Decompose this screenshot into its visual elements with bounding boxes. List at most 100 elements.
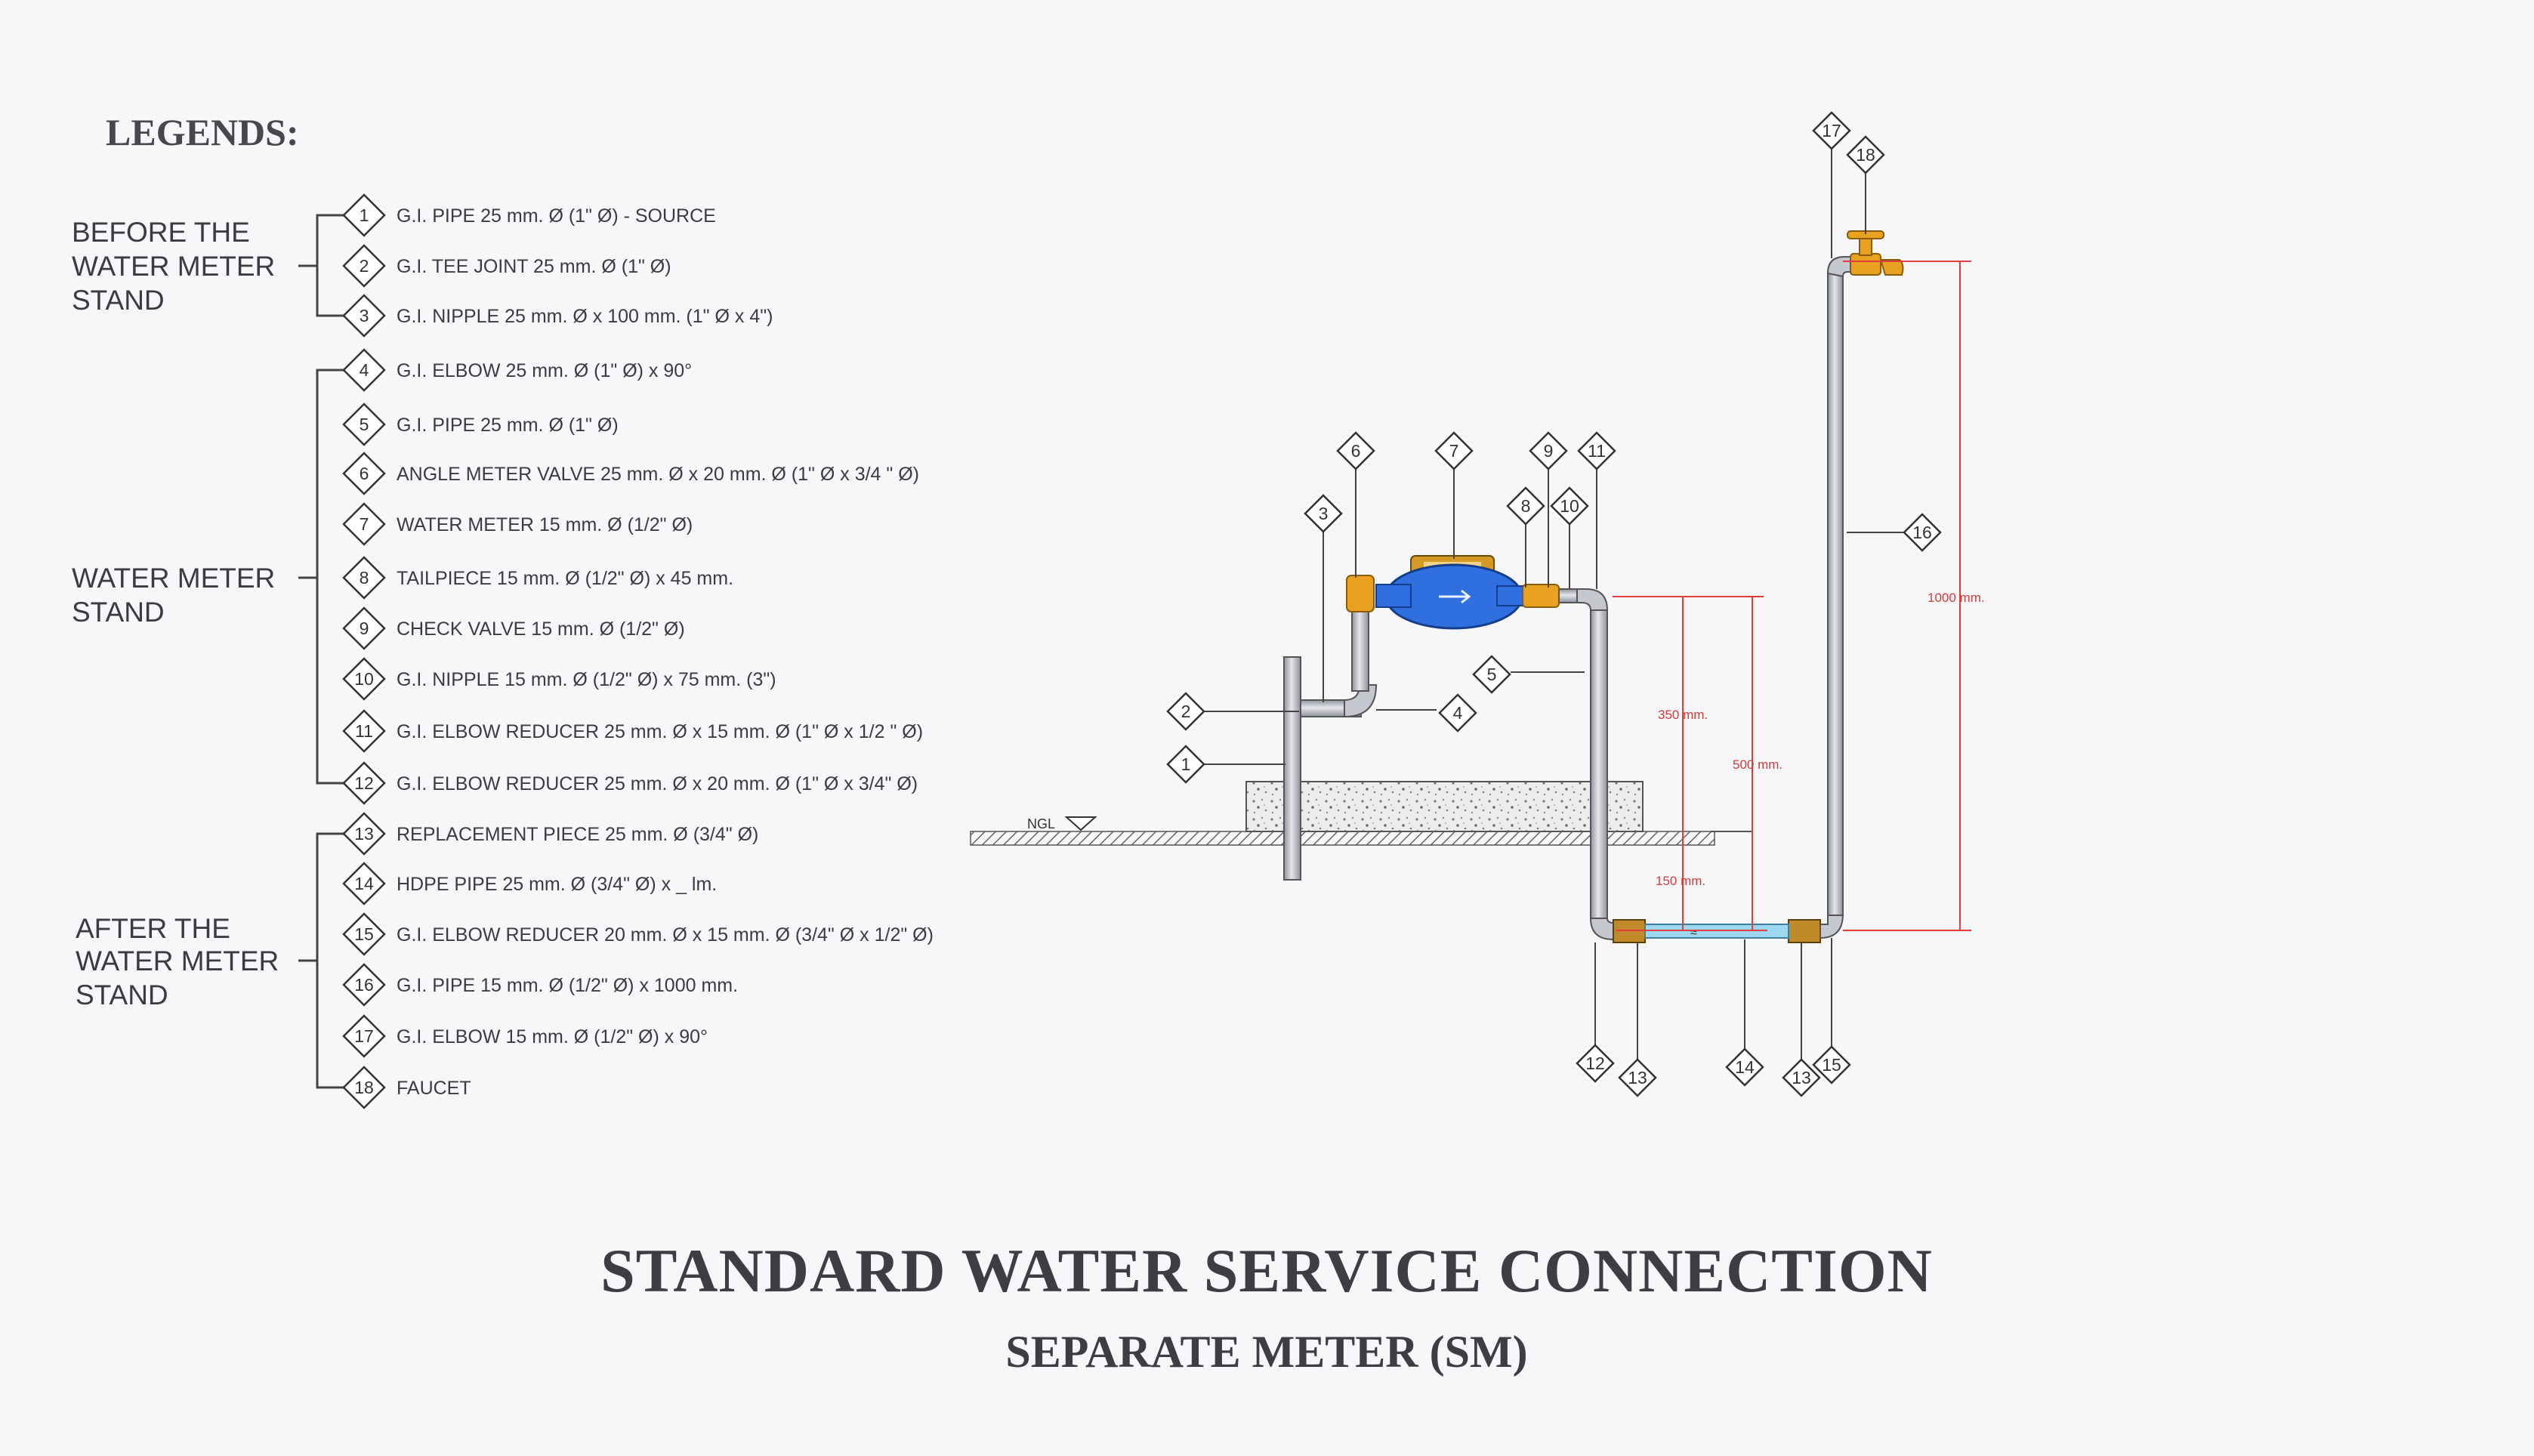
riser-pipe-16: [1827, 273, 1844, 916]
svg-text:6: 6: [360, 464, 369, 483]
svg-text:STAND: STAND: [72, 285, 165, 316]
svg-text:3: 3: [1319, 504, 1329, 523]
nipple-10: [1558, 588, 1578, 603]
svg-text:10: 10: [354, 669, 374, 689]
svg-text:11: 11: [1588, 441, 1606, 461]
legend-item-4-marker: 4: [342, 348, 386, 392]
legend-item-11-marker: 11: [342, 709, 386, 753]
svg-text:11: 11: [355, 721, 373, 741]
legend-item-4-text: G.I. ELBOW 25 mm. Ø (1" Ø) x 90°: [397, 360, 692, 381]
legend-item-2-text: G.I. TEE JOINT 25 mm. Ø (1" Ø): [397, 256, 671, 277]
callout-17-17: 17: [1812, 111, 1851, 150]
legend-item-11-text: G.I. ELBOW REDUCER 25 mm. Ø x 15 mm. Ø (…: [397, 721, 923, 742]
legend-item-7-text: WATER METER 15 mm. Ø (1/2" Ø): [397, 514, 693, 535]
elbow-reducer-12: [1589, 918, 1614, 941]
elbow-reducer-11: [1576, 588, 1609, 611]
water-meter: [1375, 555, 1523, 630]
legend-item-16-text: G.I. PIPE 15 mm. Ø (1/2" Ø) x 1000 mm.: [397, 975, 738, 996]
svg-text:17: 17: [354, 1026, 374, 1046]
svg-text:STAND: STAND: [72, 597, 165, 628]
elbow-4: [1344, 684, 1378, 718]
legend-item-12-text: G.I. ELBOW REDUCER 25 mm. Ø x 20 mm. Ø (…: [397, 773, 918, 794]
svg-text:6: 6: [1351, 441, 1361, 461]
callout-16-16: 16: [1903, 513, 1942, 552]
angle-meter-valve: [1346, 575, 1375, 612]
svg-text:AFTER THE: AFTER THE: [76, 913, 230, 944]
svg-text:16: 16: [1912, 523, 1932, 542]
concrete-slab: [1245, 781, 1644, 832]
svg-text:13: 13: [1628, 1068, 1647, 1087]
elbow-reducer-15: [1819, 913, 1844, 939]
callout-11-10: 11: [1577, 431, 1616, 470]
group-before-label: BEFORE THE WATER METER STAND: [72, 217, 275, 316]
svg-text:BEFORE THE: BEFORE THE: [72, 217, 250, 248]
replacement-piece-right: [1788, 919, 1821, 943]
callout-3-2: 3: [1304, 494, 1343, 533]
legend-item-13-text: REPLACEMENT PIECE 25 mm. Ø (3/4" Ø): [397, 824, 758, 845]
svg-text:1: 1: [360, 205, 369, 225]
dim-500: 500 mm.: [1733, 757, 1782, 772]
svg-text:17: 17: [1822, 121, 1841, 140]
ground-line: [970, 831, 1715, 846]
svg-text:15: 15: [354, 924, 374, 944]
legend-item-17-text: G.I. ELBOW 15 mm. Ø (1/2" Ø) x 90°: [397, 1026, 708, 1047]
group-meter-stand-label: WATER METER STAND: [72, 563, 275, 628]
svg-text:5: 5: [360, 415, 369, 434]
svg-text:18: 18: [354, 1078, 374, 1097]
legend-item-8-marker: 8: [342, 556, 386, 600]
legend-brackets: [298, 214, 344, 1089]
legend-item-15-text: G.I. ELBOW REDUCER 20 mm. Ø x 15 mm. Ø (…: [397, 924, 934, 945]
callout-12-11: 12: [1576, 1044, 1615, 1083]
svg-text:9: 9: [1544, 441, 1554, 461]
callout-15-15: 15: [1812, 1045, 1851, 1084]
legend-item-3-text: G.I. NIPPLE 25 mm. Ø x 100 mm. (1" Ø x 4…: [397, 306, 773, 327]
legend-item-1-text: G.I. PIPE 25 mm. Ø (1" Ø) - SOURCE: [397, 205, 716, 227]
svg-text:≈: ≈: [1690, 927, 1697, 939]
pipe-5: [1590, 609, 1608, 919]
callout-10-9: 10: [1550, 486, 1589, 526]
callout-13-12: 13: [1618, 1058, 1657, 1097]
ngl-marker: NGL: [1027, 816, 1097, 831]
callout-9-8: 9: [1529, 431, 1568, 470]
svg-text:8: 8: [360, 568, 369, 588]
legend-item-7-marker: 7: [342, 502, 386, 546]
dim-150: 150 mm.: [1656, 874, 1705, 888]
legend-item-17-marker: 17: [342, 1014, 386, 1058]
main-title: STANDARD WATER SERVICE CONNECTION: [600, 1236, 1933, 1305]
legend-item-14-marker: 14: [342, 862, 386, 905]
svg-text:4: 4: [360, 360, 369, 380]
sub-title: SEPARATE METER (SM): [1005, 1327, 1527, 1377]
legend-item-2-marker: 2: [342, 244, 386, 288]
dim-1000: 1000 mm.: [1928, 591, 1985, 605]
legend-item-5-marker: 5: [342, 403, 386, 446]
legend-item-9-text: CHECK VALVE 15 mm. Ø (1/2" Ø): [397, 618, 685, 640]
svg-text:3: 3: [360, 306, 369, 325]
svg-text:5: 5: [1487, 665, 1497, 684]
legend-item-15-marker: 15: [342, 912, 386, 956]
pipe-diagram: NGL ≈: [970, 230, 1904, 943]
legend-item-6-text: ANGLE METER VALVE 25 mm. Ø x 20 mm. Ø (1…: [397, 464, 919, 485]
callout-2-1: 2: [1166, 692, 1205, 731]
callout-1-0: 1: [1166, 745, 1205, 784]
callout-4-3: 4: [1438, 693, 1477, 733]
legend-item-1-marker: 1: [342, 193, 386, 237]
faucet: [1847, 230, 1904, 276]
legend-item-10-marker: 10: [342, 657, 386, 701]
legend-item-3-marker: 3: [342, 294, 386, 338]
legend-title: LEGENDS:: [106, 111, 299, 153]
svg-text:WATER METER: WATER METER: [72, 563, 275, 594]
svg-text:NGL: NGL: [1027, 816, 1055, 831]
callout-5-4: 5: [1472, 655, 1511, 694]
callout-leaders: [1205, 148, 1909, 1061]
legend-item-13-marker: 13: [342, 812, 386, 856]
svg-text:7: 7: [360, 514, 369, 534]
check-valve: [1522, 584, 1560, 608]
svg-text:STAND: STAND: [76, 979, 168, 1010]
dimension-lines: [1613, 261, 1971, 931]
callout-14-13: 14: [1725, 1047, 1764, 1087]
legend-item-5-text: G.I. PIPE 25 mm. Ø (1" Ø): [397, 415, 619, 436]
source-pipe: [1283, 656, 1301, 881]
